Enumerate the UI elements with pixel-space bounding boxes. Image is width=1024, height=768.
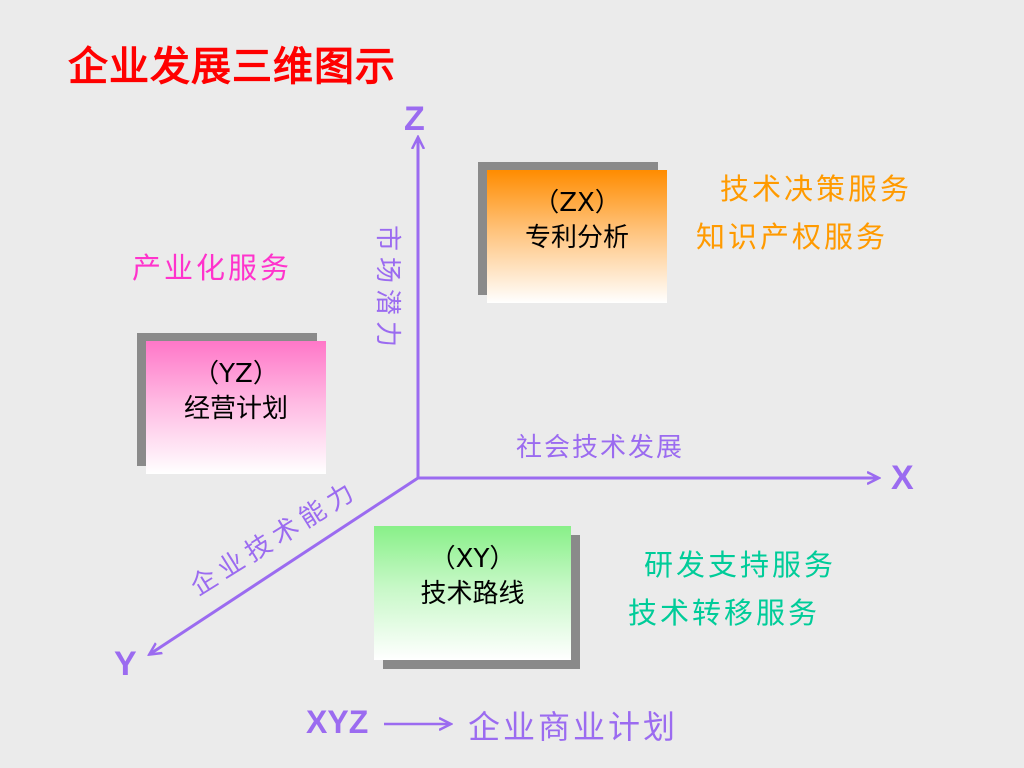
xy-service-1: 研发支持服务 <box>644 548 837 582</box>
zx-name: 专利分析 <box>524 223 629 254</box>
zx-code: （ZX） <box>533 188 621 218</box>
zx-service-2: 知识产权服务 <box>696 220 889 254</box>
zx-service-1: 技术决策服务 <box>720 172 913 206</box>
bottom-xyz: XYZ <box>306 704 369 740</box>
xy-code: （XY） <box>429 544 516 574</box>
z-axis-letter: Z <box>404 100 425 138</box>
y-axis-letter: Y <box>114 645 137 683</box>
yz-box: （YZ） 经营计划 <box>146 341 326 474</box>
xy-service-2: 技术转移服务 <box>628 596 821 630</box>
bottom-plan: 企业商业计划 <box>468 708 679 746</box>
page-title: 企业发展三维图示 <box>68 44 396 90</box>
z-axis-label: 市场潜力 <box>372 224 402 347</box>
yz-name: 经营计划 <box>183 394 288 425</box>
y-axis-line <box>150 476 419 654</box>
xy-name: 技术路线 <box>420 579 525 610</box>
x-axis-letter: X <box>891 459 914 497</box>
yz-code: （YZ） <box>193 359 279 389</box>
zx-box: （ZX） 专利分析 <box>487 170 667 303</box>
yz-service-1: 产业化服务 <box>132 251 293 285</box>
xy-box: （XY） 技术路线 <box>374 526 571 660</box>
x-axis-label: 社会技术发展 <box>516 433 685 463</box>
